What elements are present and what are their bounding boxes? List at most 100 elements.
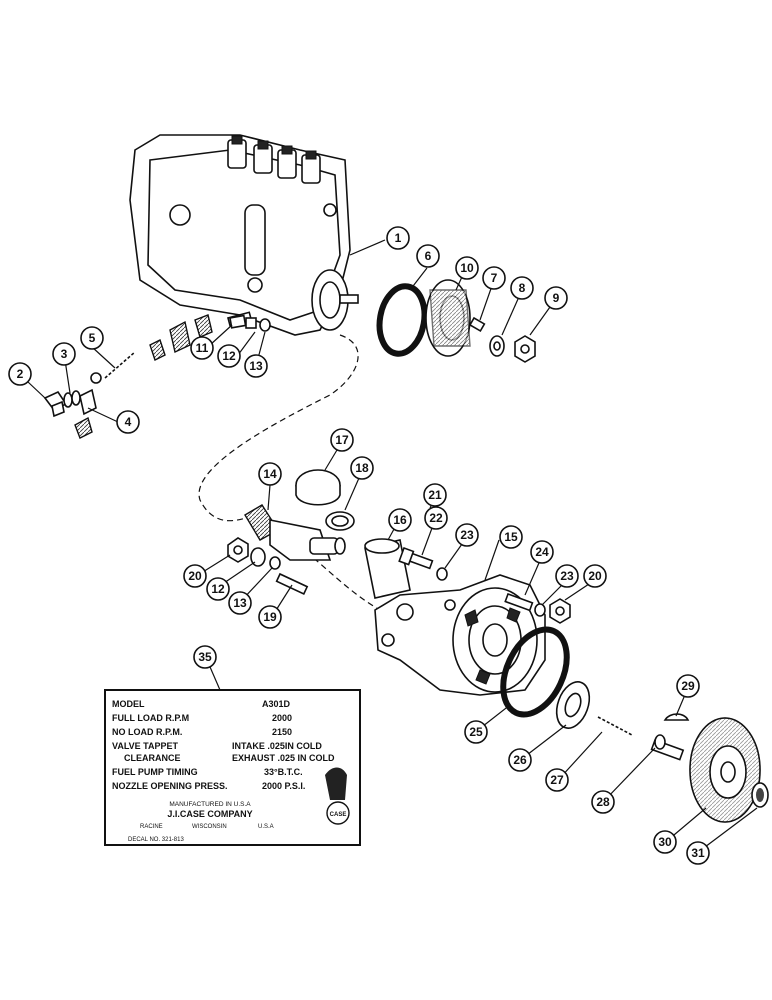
decal-country: U.S.A <box>258 824 274 830</box>
bolt-washer-set-top <box>229 314 247 329</box>
callout-7-label: 7 <box>491 271 498 285</box>
callout-8: 8 <box>510 276 534 300</box>
callout-16: 16 <box>388 508 412 532</box>
callout-8-label: 8 <box>519 281 526 295</box>
decal-row-value-2: 2150 <box>272 727 292 737</box>
decal-row-label-1: FULL LOAD R.P.M <box>112 713 189 723</box>
o-ring-6 <box>376 283 428 357</box>
callout-27-label: 27 <box>550 773 564 787</box>
governor-parts <box>74 311 271 439</box>
callout-10-label: 10 <box>460 261 474 275</box>
decal-row-label-3: VALVE TAPPET <box>112 741 179 751</box>
callout-28: 28 <box>591 790 615 814</box>
callout-27: 27 <box>545 768 569 792</box>
callout-31: 31 <box>686 841 710 865</box>
snap-ring-31 <box>751 782 769 808</box>
callout-1-label: 1 <box>395 231 402 245</box>
callout-5-label: 5 <box>89 331 96 345</box>
callout-14-label: 14 <box>263 467 277 481</box>
decal-state: WISCONSIN <box>192 824 227 830</box>
drive-shaft-14 <box>244 504 346 561</box>
decal-row-label-4: CLEARANCE <box>124 753 181 763</box>
callout-28-label: 28 <box>596 795 610 809</box>
pump-drive-housing-15 <box>374 574 546 696</box>
decal-number: DECAL NO. 321-813 <box>128 837 184 843</box>
callout-2: 2 <box>8 362 32 386</box>
callout-6: 6 <box>416 244 440 268</box>
callout-13-label: 13 <box>249 359 263 373</box>
callout-9: 9 <box>544 286 568 310</box>
callout-23-label: 23 <box>460 528 474 542</box>
callout-13b-label: 13 <box>233 596 247 610</box>
callout-5: 5 <box>80 326 104 350</box>
callout-12b: 12 <box>206 577 230 601</box>
callout-20: 20 <box>183 564 207 588</box>
callout-6-label: 6 <box>425 249 432 263</box>
decal-manufactured: MANUFACTURED IN U.S.A <box>169 801 251 808</box>
callout-3-label: 3 <box>61 347 68 361</box>
gear-30 <box>689 717 761 823</box>
injection-pump-body <box>129 134 359 336</box>
bushing-16 <box>364 538 411 599</box>
callout-24: 24 <box>530 540 554 564</box>
callout-14: 14 <box>258 462 282 486</box>
callout-22-label: 22 <box>429 511 443 525</box>
callout-18-label: 18 <box>355 461 369 475</box>
callout-11-label: 11 <box>196 341 209 355</box>
callout-31-label: 31 <box>691 846 705 860</box>
decal-35: MODEL A301D FULL LOAD R.P.M 2000 NO LOAD… <box>104 689 361 846</box>
callout-19: 19 <box>258 605 282 629</box>
case-eagle-logo: CASE <box>325 767 350 825</box>
bolt-22 <box>398 546 448 581</box>
callout-23b-label: 23 <box>560 569 574 583</box>
gear-10 <box>425 279 471 357</box>
decal-row-label-2: NO LOAD R.P.M. <box>112 727 182 737</box>
callout-20b: 20 <box>583 564 607 588</box>
callout-13b: 13 <box>228 591 252 615</box>
callout-35: 35 <box>193 645 217 669</box>
decal-row-value-6: 2000 P.S.I. <box>262 781 305 791</box>
callout-4: 4 <box>116 410 140 434</box>
callout-11: 11 <box>190 336 214 360</box>
decal-row-value-5: 33°B.T.C. <box>264 767 303 777</box>
callout-15: 15 <box>499 525 523 549</box>
callout-21-label: 21 <box>428 488 442 502</box>
cap-17 <box>295 469 355 531</box>
callout-10: 10 <box>455 256 479 280</box>
thrust-washer-26 <box>555 681 591 729</box>
callout-25-label: 25 <box>469 725 483 739</box>
callout-35-label: 35 <box>198 650 212 664</box>
callout-22: 22 <box>424 506 448 530</box>
callout-18: 18 <box>350 456 374 480</box>
callout-17-label: 17 <box>335 433 349 447</box>
decal-row-value-3: INTAKE .025IN COLD <box>232 741 322 751</box>
callout-19-label: 19 <box>263 610 277 624</box>
callout-26: 26 <box>508 748 532 772</box>
callout-1: 1 <box>386 226 410 250</box>
decal-row-label-6: NOZZLE OPENING PRESS. <box>112 781 228 791</box>
callout-25: 25 <box>464 720 488 744</box>
callout-29-label: 29 <box>681 679 695 693</box>
callout-29: 29 <box>676 674 700 698</box>
decal-logo-text: CASE <box>330 812 347 818</box>
decal-city: RACINE <box>140 824 163 830</box>
callout-21: 21 <box>423 483 447 507</box>
callout-26-label: 26 <box>513 753 527 767</box>
callout-3: 3 <box>52 342 76 366</box>
shaft-28 <box>650 734 685 761</box>
callout-16-label: 16 <box>393 513 407 527</box>
callout-7: 7 <box>482 266 506 290</box>
spring-27 <box>597 716 633 736</box>
callout-30: 30 <box>653 830 677 854</box>
callout-13: 13 <box>244 354 268 378</box>
callout-30-label: 30 <box>658 835 672 849</box>
callout-23b: 23 <box>555 564 579 588</box>
key-29 <box>663 713 690 721</box>
decal-row-value-0: A301D <box>262 699 291 709</box>
fuel-fitting-parts <box>43 351 136 418</box>
callout-12: 12 <box>217 344 241 368</box>
o-ring-25 <box>500 626 570 718</box>
callout-4-label: 4 <box>125 415 132 429</box>
callout-2-label: 2 <box>17 367 24 381</box>
